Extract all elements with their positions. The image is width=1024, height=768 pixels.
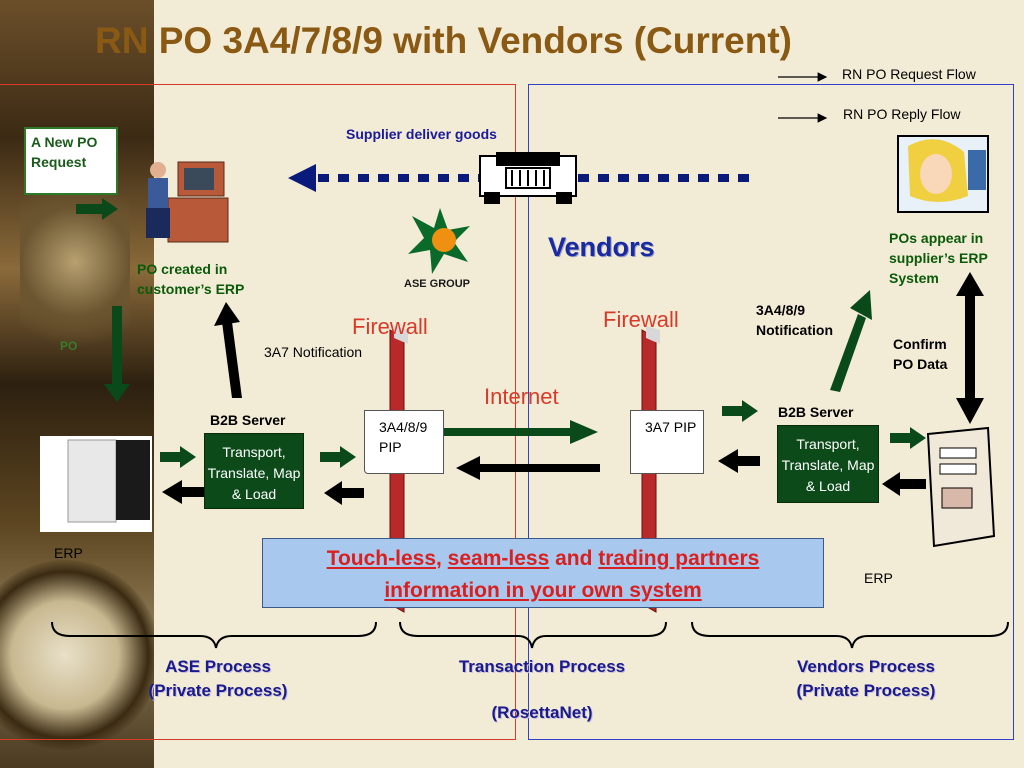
notification-3a7-label: 3A7 Notification: [264, 344, 363, 360]
new-po-arrow: [76, 198, 118, 220]
ase-logo-text: ASE GROUP: [404, 278, 471, 290]
callout-trading-partners: trading partners: [598, 547, 760, 570]
b2b-to-pip-arrow: [320, 446, 356, 468]
po-down-arrow: [104, 306, 130, 402]
erp-to-b2b-arrow: [160, 446, 196, 468]
pip-document-right: 3A7 PIP: [630, 410, 704, 474]
slide-background: [154, 0, 1024, 768]
pos-appear-label: POs appear in supplier’s ERP System: [889, 230, 988, 286]
slide-title: RN PO 3A4/7/8/9 with Vendors (Current): [95, 20, 792, 61]
erp-left-label: ERP: [54, 545, 83, 561]
legend-reply-label: RN PO Reply Flow: [843, 106, 961, 122]
b2b-server-right-label: B2B Server: [778, 404, 854, 420]
callout-box: Touch-less, seam-less and trading partne…: [262, 538, 824, 608]
vendors-zone-border: [528, 84, 1014, 740]
internet-label: Internet: [484, 384, 559, 409]
pip-document-left: 3A4/8/9 PIP: [364, 410, 444, 474]
callout-touchless: Touch-less: [326, 547, 436, 570]
truck-icon: [479, 152, 577, 204]
internet-request-arrow: [420, 420, 598, 444]
vendor-b2b-to-erp-arrow: [890, 427, 926, 449]
delivery-arrow-head: [288, 164, 316, 192]
firewall-right-label: Firewall: [603, 307, 679, 332]
callout-information: information in your own system: [384, 579, 702, 602]
vendor-erp-reply-arrow: [882, 472, 926, 496]
b2b-to-erp-reply-arrow: [162, 480, 204, 504]
notification-3a489-label: 3A4/8/9 Notification: [756, 302, 833, 338]
confirm-double-arrow: [956, 272, 984, 424]
compass-image: [0, 560, 160, 750]
erp-server-right-icon: [926, 426, 996, 548]
notification-up-arrow: [830, 290, 872, 392]
transport-box-left: Transport, Translate, Map & Load: [204, 433, 304, 509]
supplier-deliver-label: Supplier deliver goods: [346, 126, 497, 142]
new-po-request-box: A New PO Request: [24, 127, 118, 195]
vendors-title: Vendors: [548, 232, 655, 262]
po-created-label: PO created in customer’s ERP: [137, 261, 245, 297]
internet-reply-arrow: [456, 456, 600, 480]
legend-request-label: RN PO Request Flow: [842, 66, 976, 82]
person-at-computer-icon: [146, 161, 229, 243]
erp-server-left-icon: [40, 436, 152, 532]
transaction-process-label: Transaction Process (RosettaNet): [458, 657, 626, 722]
confirm-po-label: Confirm PO Data: [893, 336, 948, 372]
po-small-label: PO: [60, 339, 78, 353]
b2b-server-left-label: B2B Server: [210, 412, 286, 428]
ase-process-label: ASE Process (Private Process): [148, 657, 288, 700]
ase-zone-border: [0, 84, 516, 740]
erp-right-label: ERP: [864, 570, 893, 586]
medal-image: [20, 190, 130, 370]
ase-logo-icon: [408, 208, 470, 274]
supplier-person-icon: [897, 135, 989, 213]
process-braces: [51, 621, 1009, 649]
into-vendor-b2b-arrow: [722, 400, 758, 422]
callout-seamless: seam-less: [447, 547, 550, 570]
vendor-pip-reply-arrow: [718, 449, 760, 473]
pip-to-b2b-reply-arrow: [324, 481, 364, 505]
po-created-up-arrow: [214, 302, 242, 398]
vendors-process-label: Vendors Process (Private Process): [796, 657, 936, 700]
firewall-left-label: Firewall: [352, 314, 428, 339]
transport-box-right: Transport, Translate, Map & Load: [777, 425, 879, 503]
